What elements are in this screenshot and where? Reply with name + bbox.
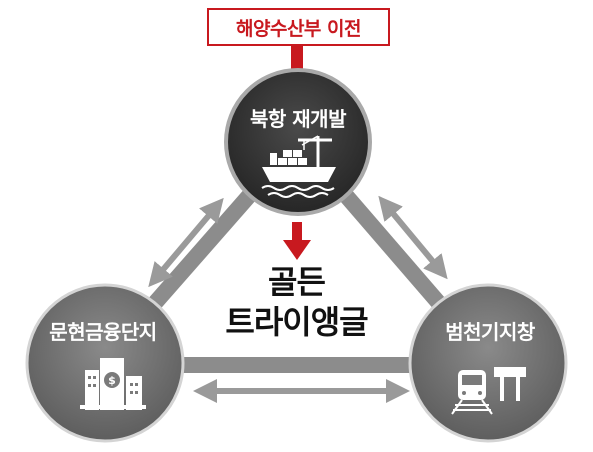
top-label-box: 해양수산부 이전	[207, 8, 390, 46]
cargo-ship-crane-icon	[261, 135, 336, 198]
center-title-line-2: 트라이앵글	[225, 303, 368, 341]
bank-buildings-icon: $	[80, 358, 146, 410]
center-title: 골든 트라이앵글	[200, 262, 393, 342]
west-node-label: 문현금융단지	[49, 320, 157, 344]
north-node-label: 북항 재개발	[250, 107, 346, 131]
train-depot-icon	[451, 367, 526, 415]
center-title-line-1: 골든	[268, 263, 326, 301]
connector-bar	[291, 46, 303, 74]
svg-text:$: $	[108, 374, 116, 387]
arrow-north-west	[148, 197, 224, 288]
east-node-circle	[408, 283, 568, 443]
down-arrow	[283, 222, 311, 260]
north-node-circle	[224, 68, 372, 216]
arrow-north-east	[378, 195, 448, 280]
east-node-label: 범천기지창	[445, 320, 535, 344]
